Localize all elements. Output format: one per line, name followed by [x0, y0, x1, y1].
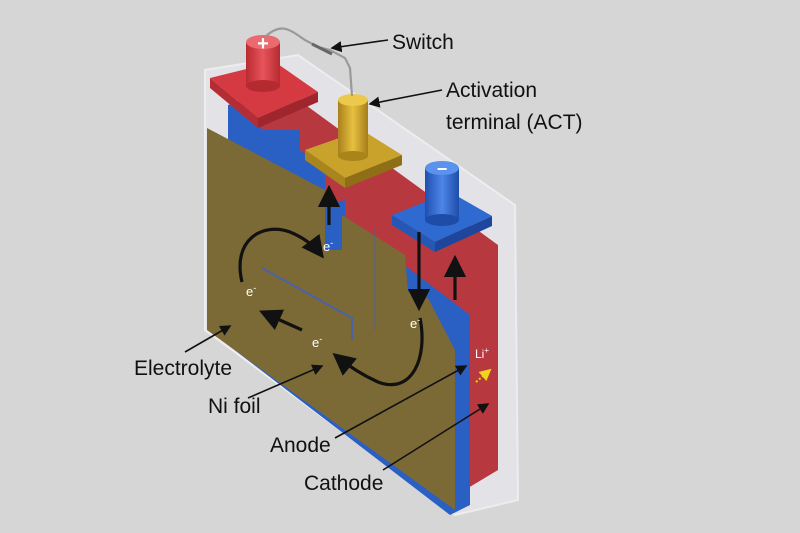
label-activation-line1: Activation: [446, 79, 537, 102]
negative-terminal: −: [392, 159, 492, 252]
leader-switch: [330, 39, 389, 53]
electron-label-left: e-: [246, 283, 256, 299]
flow-loop-inner: [238, 227, 324, 283]
label-electrolyte: Electrolyte: [134, 357, 232, 380]
lithium-ion-label: Li+: [475, 346, 489, 361]
electron-flow: [238, 184, 467, 387]
lithium-ion-arrow: [475, 368, 492, 383]
flow-arrow-left: [259, 309, 303, 332]
electron-label-bottom: e-: [312, 334, 322, 350]
leader-anode: [334, 365, 468, 439]
electron-label-right: e-: [410, 315, 420, 331]
leader-electrolyte: [184, 325, 232, 353]
electron-label-act: e-: [323, 238, 333, 254]
ni-foil-inner-line: [261, 267, 353, 340]
leader-lines: [184, 39, 490, 471]
label-activation-line2: terminal (ACT): [446, 111, 583, 134]
switch-lever: [311, 42, 333, 56]
label-switch: Switch: [392, 31, 454, 54]
positive-symbol: +: [257, 33, 269, 55]
label-ni-foil: Ni foil: [208, 395, 261, 418]
negative-symbol: −: [437, 159, 448, 179]
label-cathode: Cathode: [304, 472, 383, 495]
leader-cathode: [382, 403, 490, 471]
switch-wire: [265, 27, 354, 97]
leader-ni-foil: [247, 364, 324, 399]
positive-terminal: +: [210, 33, 318, 128]
flow-loop-outer: [332, 317, 424, 387]
ni-foil-layer: [207, 128, 455, 510]
activation-terminal: [305, 94, 402, 188]
label-anode: Anode: [270, 434, 331, 457]
leader-activation: [368, 89, 443, 108]
